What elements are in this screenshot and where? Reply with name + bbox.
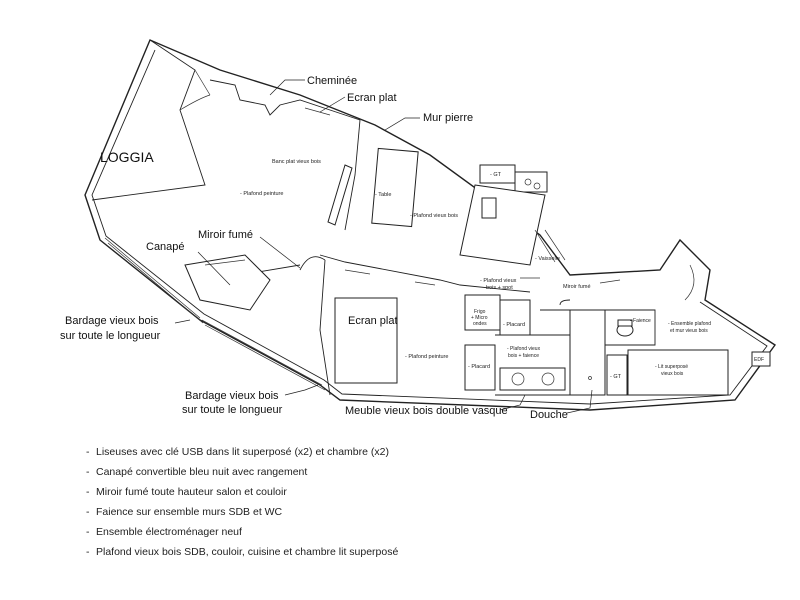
amenity-item: -Miroir fumé toute hauteur salon et coul…: [86, 486, 287, 498]
label-frigo-3: ondes: [473, 321, 487, 327]
amenity-item: -Plafond vieux bois SDB, couloir, cuisin…: [86, 546, 399, 558]
label-ecran-plat-bottom: Ecran plat: [348, 315, 398, 327]
label-frigo-1: Frigo: [474, 309, 486, 315]
label-bardage-1-line2: sur toute le longueur: [60, 330, 161, 342]
label-gt-2: - GT: [610, 374, 622, 380]
label-lit-1: - Lit superposé: [655, 364, 688, 370]
room-labels: LOGGIA Cheminée Ecran plat Mur pierre Mi…: [60, 75, 568, 421]
label-plafond-peinture-2: - Plafond peinture: [405, 354, 448, 360]
label-canape: Canapé: [146, 241, 185, 253]
label-miroir-fume: Miroir fumé: [198, 229, 253, 241]
label-edf: EDF: [754, 357, 764, 363]
outer-walls: [84, 39, 777, 411]
label-pvb-faience-1: - Plafond vieux: [507, 346, 541, 352]
label-meuble-vasque: Meuble vieux bois double vasque: [345, 405, 508, 417]
amenity-text: Faience sur ensemble murs SDB et WC: [96, 506, 283, 518]
label-vaisselle: - Vaisselle: [535, 256, 560, 262]
floor-plan: LOGGIA Cheminée Ecran plat Mur pierre Mi…: [60, 39, 777, 421]
amenities-list: -Liseuses avec clé USB dans lit superpos…: [86, 442, 526, 562]
label-placard-1: - Placard: [503, 322, 525, 328]
label-faience: - Faience: [630, 318, 651, 324]
label-frigo-2: + Micro: [471, 315, 488, 321]
label-plafond-peinture-1: - Plafond peinture: [240, 191, 283, 197]
label-mur-pierre: Mur pierre: [423, 112, 473, 124]
label-douche: Douche: [530, 409, 568, 421]
label-lit-2: vieux bois: [661, 371, 684, 377]
amenity-item: -Faience sur ensemble murs SDB et WC: [86, 506, 283, 518]
label-miroir-fume-small: Miroir fumé: [563, 284, 591, 290]
amenity-item: -Canapé convertible bleu nuit avec range…: [86, 466, 308, 478]
label-pvb-spot-1: - Plafond vieux: [480, 278, 517, 284]
amenity-text: Miroir fumé toute hauteur salon et coulo…: [96, 486, 287, 498]
label-ensemble-2: et mur vieux bois: [670, 328, 708, 334]
label-table: - Table: [375, 192, 391, 198]
label-ecran-plat-top: Ecran plat: [347, 92, 397, 104]
amenity-text: Plafond vieux bois SDB, couloir, cuisine…: [96, 546, 399, 558]
small-labels: Banc plat vieux bois - Plafond peinture …: [240, 159, 764, 380]
label-pvb-spot-2: bois + spot: [486, 285, 513, 291]
amenity-text: Canapé convertible bleu nuit avec rangem…: [96, 466, 308, 478]
label-bardage-2-line1: Bardage vieux bois: [185, 390, 279, 402]
leader-lines: [174, 79, 593, 414]
amenity-text: Liseuses avec clé USB dans lit superposé…: [96, 446, 389, 458]
label-plafond-vieux-bois: - Plafond vieux bois: [410, 213, 458, 219]
amenity-text: Ensemble électroménager neuf: [96, 526, 242, 538]
label-placard-2: - Placard: [468, 364, 490, 370]
label-bardage-2-line2: sur toute le longueur: [182, 404, 283, 416]
label-cheminee: Cheminée: [307, 75, 357, 87]
label-banc: Banc plat vieux bois: [272, 159, 321, 165]
label-pvb-faience-2: bois + faience: [508, 353, 539, 359]
room-loggia-label: LOGGIA: [100, 149, 154, 165]
amenity-item: -Ensemble électroménager neuf: [86, 526, 242, 538]
label-ensemble-1: - Ensemble plafond: [668, 321, 711, 327]
label-gt-1: - GT: [490, 172, 502, 178]
label-bardage-1-line1: Bardage vieux bois: [65, 315, 159, 327]
amenity-item: -Liseuses avec clé USB dans lit superpos…: [86, 446, 389, 458]
